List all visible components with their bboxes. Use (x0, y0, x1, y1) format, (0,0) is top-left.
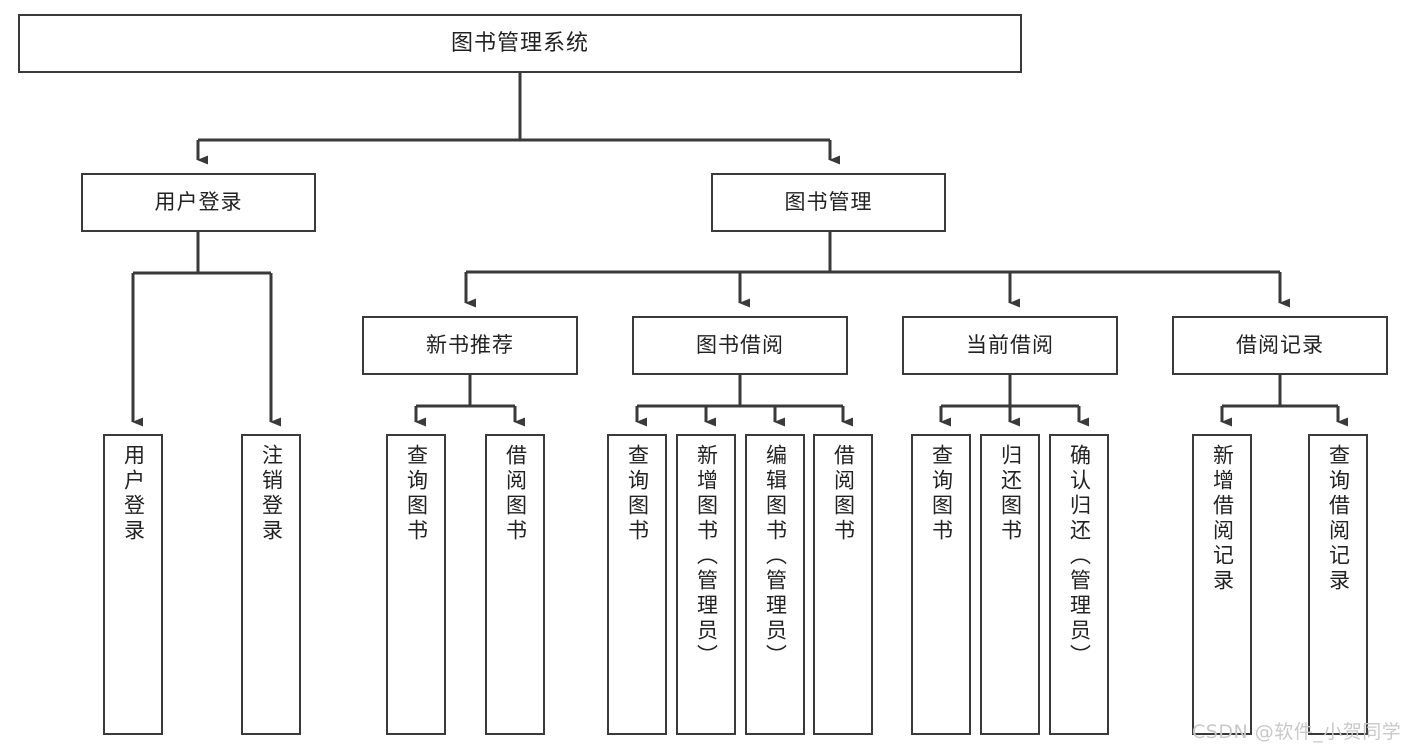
node-label: 新增图书（管理员） (694, 444, 719, 669)
node-label: 借阅图书 (831, 444, 856, 544)
node-leaf-borrow-book-1[interactable]: 借阅图书 (485, 434, 545, 735)
node-label: 当前借阅 (966, 333, 1054, 358)
node-label: 注销登录 (259, 444, 284, 544)
node-label: 用户登录 (154, 190, 243, 215)
node-root-book-management-system[interactable]: 图书管理系统 (18, 14, 1022, 73)
node-leaf-return-book[interactable]: 归还图书 (980, 434, 1040, 735)
node-borrow-record[interactable]: 借阅记录 (1172, 316, 1388, 375)
node-label: 图书管理系统 (450, 30, 589, 56)
node-book-manage[interactable]: 图书管理 (711, 173, 946, 232)
node-leaf-query-record[interactable]: 查询借阅记录 (1308, 434, 1368, 735)
node-label: 查询借阅记录 (1326, 444, 1351, 594)
node-leaf-query-book-1[interactable]: 查询图书 (386, 434, 446, 735)
node-label: 查询图书 (404, 444, 429, 544)
node-label: 借阅记录 (1236, 333, 1324, 358)
node-leaf-borrow-book-2[interactable]: 借阅图书 (813, 434, 873, 735)
node-book-borrow[interactable]: 图书借阅 (632, 316, 848, 375)
node-label: 图书管理 (784, 190, 873, 215)
node-label: 归还图书 (998, 444, 1023, 544)
node-label: 用户登录 (121, 444, 146, 544)
node-label: 查询图书 (929, 444, 954, 544)
node-leaf-add-book[interactable]: 新增图书（管理员） (676, 434, 736, 735)
node-user-login[interactable]: 用户登录 (81, 173, 316, 232)
node-label: 新书推荐 (426, 333, 514, 358)
node-leaf-query-book-3[interactable]: 查询图书 (911, 434, 971, 735)
node-label: 新增借阅记录 (1210, 444, 1235, 594)
node-label: 借阅图书 (503, 444, 528, 544)
node-label: 图书借阅 (696, 333, 784, 358)
node-current-borrow[interactable]: 当前借阅 (902, 316, 1118, 375)
node-leaf-confirm-return[interactable]: 确认归还（管理员） (1049, 434, 1109, 735)
node-leaf-add-record[interactable]: 新增借阅记录 (1192, 434, 1252, 735)
node-new-book-recommend[interactable]: 新书推荐 (362, 316, 578, 375)
csdn-watermark: CSDN @软件_小贺同学 (1192, 721, 1402, 743)
node-leaf-query-book-2[interactable]: 查询图书 (607, 434, 667, 735)
node-label: 确认归还（管理员） (1067, 444, 1092, 669)
node-label: 查询图书 (625, 444, 650, 544)
node-leaf-logout[interactable]: 注销登录 (241, 434, 301, 735)
node-leaf-user-login[interactable]: 用户登录 (103, 434, 163, 735)
node-leaf-edit-book[interactable]: 编辑图书（管理员） (745, 434, 805, 735)
node-label: 编辑图书（管理员） (763, 444, 788, 669)
